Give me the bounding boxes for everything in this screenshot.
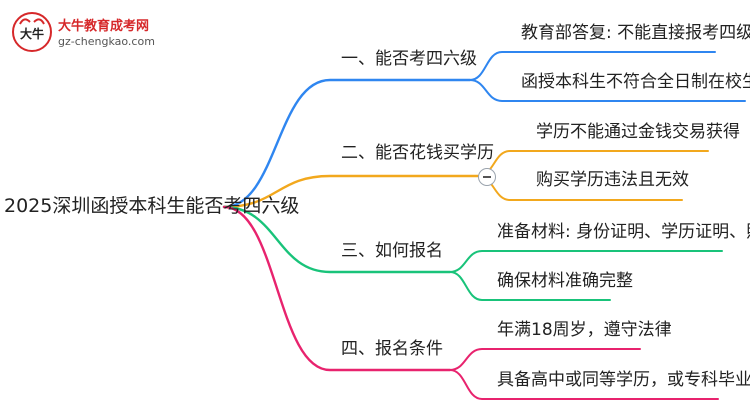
leaf-connector-1-1 [469,51,716,81]
leaf-connector-4-2 [449,369,719,400]
ox-mascot-icon: 大牛 [12,12,52,52]
branch-connector-2 [222,174,480,209]
leaf-topic-4-1[interactable]: 年满18周岁，遵守法律 [497,320,672,340]
leaf-topic-4-2[interactable]: 具备高中或同等学历，或专科毕业证 [497,370,750,390]
branch-topic-3[interactable]: 三、如何报名 [341,241,443,261]
collapse-toggle-minus-icon[interactable] [478,168,496,186]
logo-url: gz-chengkao.com [58,35,155,48]
branch-topic-1[interactable]: 一、能否考四六级 [341,49,477,69]
leaf-topic-3-1[interactable]: 准备材料: 身份证明、学历证明、照片 [497,222,750,242]
leaf-connector-4-1 [449,348,641,371]
branch-topic-4[interactable]: 四、报名条件 [341,339,443,359]
root-topic[interactable]: 2025深圳函授本科生能否考四六级 [4,195,300,217]
leaf-topic-2-2[interactable]: 购买学历违法且无效 [536,170,689,190]
branch-connector-3 [222,205,452,274]
leaf-connector-1-2 [469,79,746,102]
logo-mark-text: 大牛 [20,26,44,41]
branch-topic-2[interactable]: 二、能否花钱买学历 [341,143,494,163]
leaf-topic-1-2[interactable]: 函授本科生不符合全日制在校生条件 [521,72,750,92]
leaf-topic-3-2[interactable]: 确保材料准确完整 [497,271,633,291]
site-logo[interactable]: 大牛 大牛教育成考网 gz-chengkao.com [10,10,170,54]
leaf-connector-3-1 [449,250,723,273]
branch-connector-1 [222,78,472,209]
leaf-topic-2-1[interactable]: 学历不能通过金钱交易获得 [536,122,740,142]
leaf-topic-1-1[interactable]: 教育部答复: 不能直接报考四级 [521,23,750,43]
logo-title: 大牛教育成考网 [58,19,150,34]
leaf-connector-3-2 [449,271,611,301]
branch-connector-4 [222,205,452,372]
